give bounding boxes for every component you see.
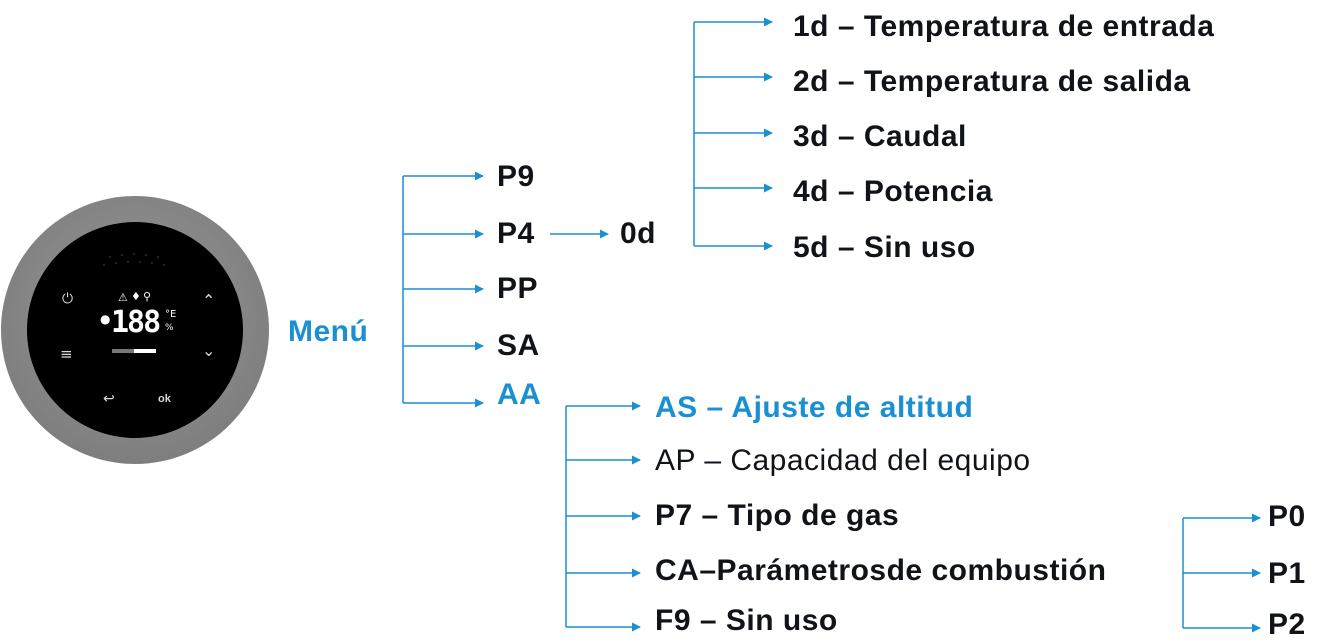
menu-label: Menú <box>288 315 369 348</box>
aa-child-as: AS – Ajuste de altitud <box>655 391 974 424</box>
dot-icon: ● <box>100 312 111 326</box>
back-icon[interactable]: ↩ <box>103 391 115 407</box>
level1-aa: AA <box>497 378 542 411</box>
controller-device: ⏻ ≡ ↩ ok ⌃ ⌄ ⚠ ♦ ⚲ 188 ● °E % <box>0 195 270 465</box>
flame-icon: ♦ <box>131 290 141 303</box>
od-child-3d: 3d – Caudal <box>793 120 967 153</box>
up-arrow-icon[interactable]: ⌃ <box>202 291 216 310</box>
tap-icon: ⚲ <box>143 290 152 303</box>
level1-pp: PP <box>497 272 539 305</box>
aa-child-p7: P7 – Tipo de gas <box>655 499 900 532</box>
aa-child-ap: AP – Capacidad del equipo <box>655 444 1031 477</box>
level1-p9: P9 <box>497 160 535 193</box>
ca-child-p2: P2 <box>1268 608 1306 641</box>
p4-child-0d: 0d <box>620 217 657 250</box>
level1-p4: P4 <box>497 217 535 250</box>
ca-child-p0: P0 <box>1268 500 1306 533</box>
aa-child-f9: F9 – Sin uso <box>655 604 838 637</box>
device-body <box>1 196 269 464</box>
ok-button[interactable]: ok <box>158 393 171 405</box>
down-arrow-icon[interactable]: ⌄ <box>202 341 216 360</box>
od-child-1d: 1d – Temperatura de entrada <box>793 10 1215 43</box>
status-display: 188 <box>111 305 161 340</box>
warning-icon: ⚠ <box>118 291 128 304</box>
od-child-2d: 2d – Temperatura de salida <box>793 65 1191 98</box>
aa-child-ca: CA–Parámetrosde combustión <box>655 554 1107 587</box>
od-child-5d: 5d – Sin uso <box>793 231 976 264</box>
degree-celsius-icon: °E <box>165 309 177 320</box>
level1-sa: SA <box>497 329 540 362</box>
od-child-4d: 4d – Potencia <box>793 175 993 208</box>
percent-icon: % <box>165 323 174 333</box>
power-icon[interactable]: ⏻ <box>62 291 74 307</box>
bar-level-icon <box>112 349 156 353</box>
ca-child-p1: P1 <box>1268 557 1306 590</box>
menu-icon[interactable]: ≡ <box>60 345 73 363</box>
